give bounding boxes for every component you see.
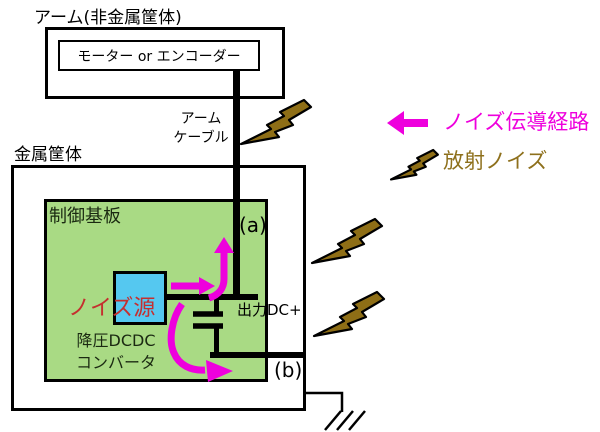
lightning-bolt-icon (312, 290, 386, 338)
arm-cable-label-line2: ケーブル (173, 130, 229, 146)
legend-radiation-label: 放射ノイズ (443, 149, 548, 173)
dc-output-label: 出力DC+ (237, 301, 302, 319)
legend-conduction-label: ノイズ伝導経路 (443, 110, 590, 134)
path-a-label: (a) (239, 213, 267, 237)
ground-icon (306, 391, 366, 431)
dcdc-converter-label-line1: 降圧DCDC (76, 331, 156, 350)
lightning-bolt-icon (239, 98, 313, 146)
motor-encoder-box: モーター or エンコーダー (58, 40, 260, 71)
lightning-bolt-icon (310, 217, 384, 265)
motor-encoder-label: モーター or エンコーダー (77, 48, 241, 65)
control-board-label: 制御基板 (49, 206, 121, 227)
metal-enclosure-label: 金属筐体 (14, 145, 82, 165)
noise-source-label: ノイズ源 (68, 296, 156, 321)
arm-cable-label-line1: アーム (180, 111, 222, 127)
arm-enclosure-label: アーム(非金属筐体) (34, 8, 182, 28)
legend-lightning-bolt-icon (389, 148, 439, 181)
legend-conduction-arrow-icon (387, 111, 428, 135)
arm-cable-label: アーム ケーブル (170, 110, 232, 148)
path-b-label: (b) (274, 358, 303, 382)
dcdc-converter-label: 降圧DCDC コンバータ (66, 330, 166, 374)
noise-source-box (113, 271, 167, 325)
dcdc-converter-label-line2: コンバータ (75, 353, 156, 372)
